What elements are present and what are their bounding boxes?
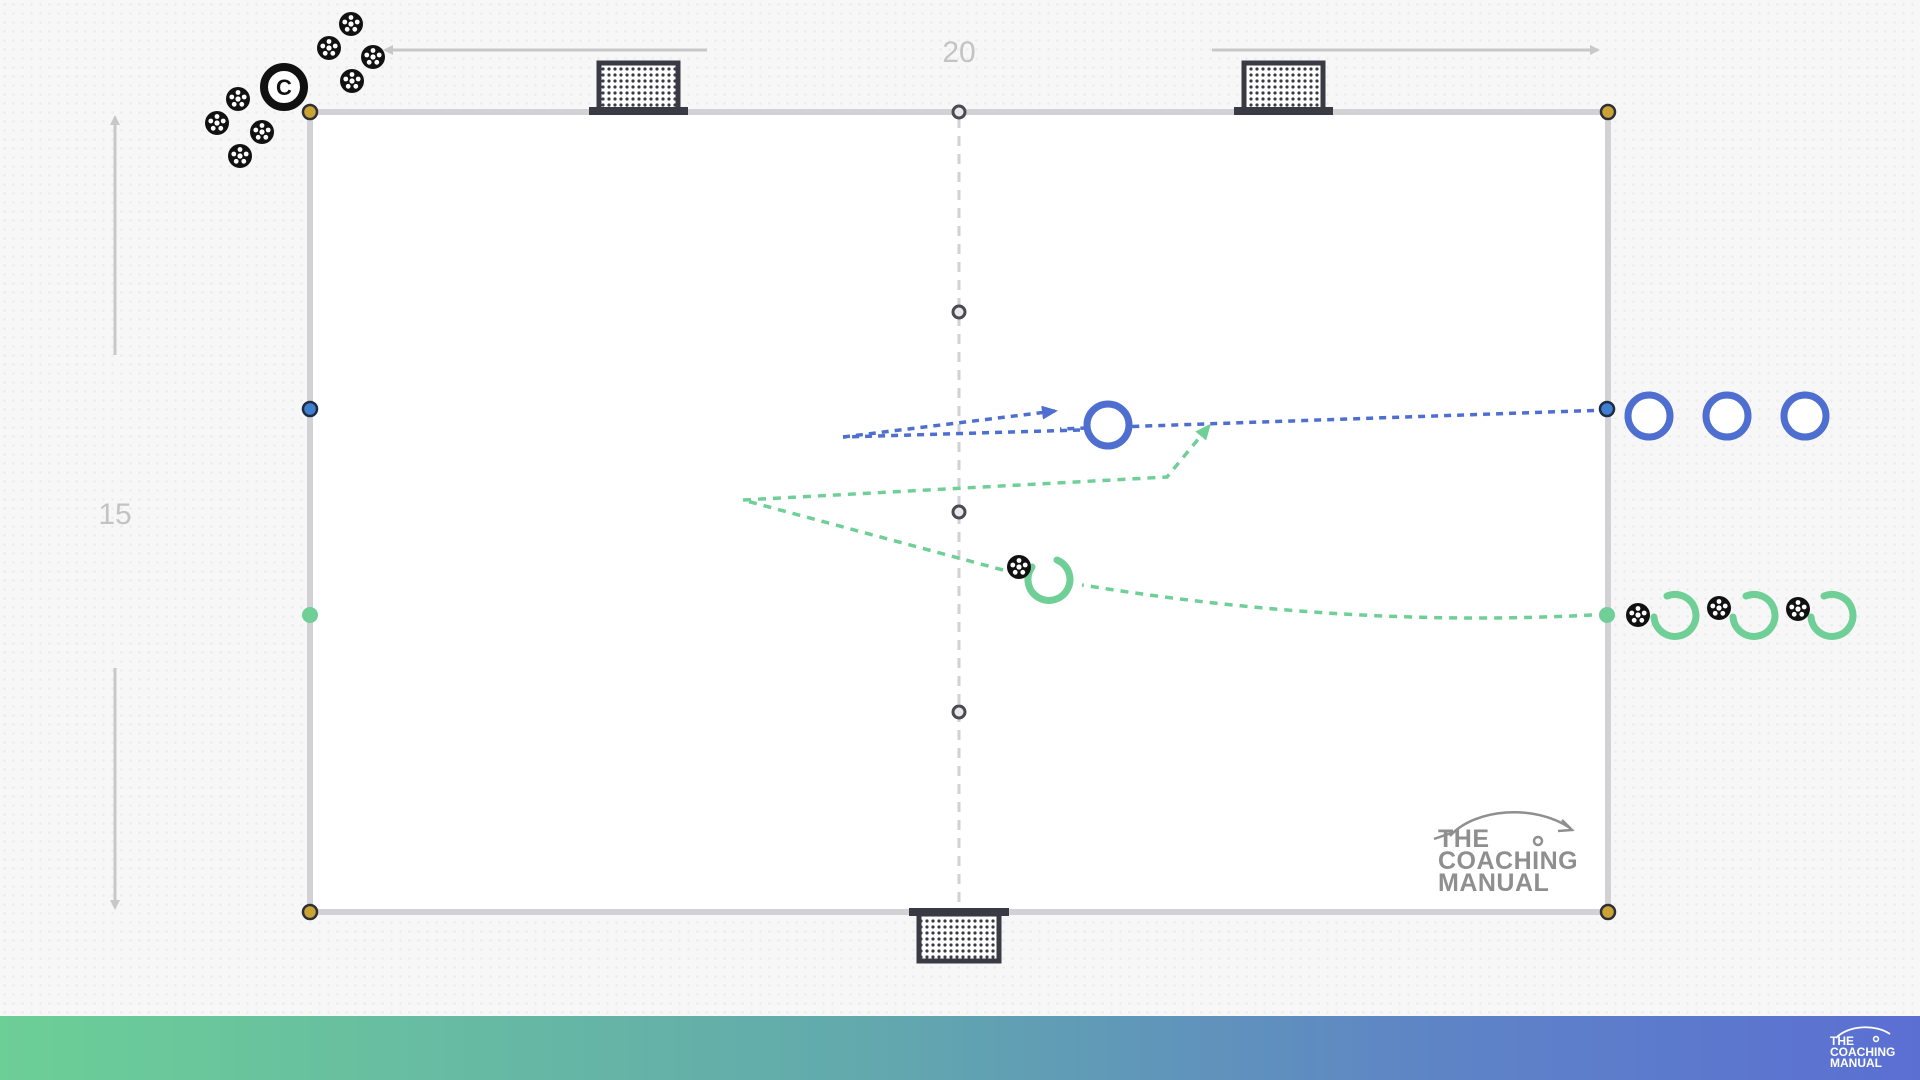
cone-grey-3 bbox=[951, 504, 967, 520]
watermark-line-1: THE bbox=[1438, 825, 1490, 853]
drill-canvas: 20 15 bbox=[0, 0, 1920, 1016]
player-green-active bbox=[1024, 556, 1074, 604]
ball-supply-8 bbox=[228, 144, 252, 168]
length-label: 15 bbox=[98, 498, 131, 531]
coaching-manual-watermark: THE COACHING MANUAL bbox=[1430, 806, 1620, 906]
width-label: 20 bbox=[942, 36, 975, 69]
watermark-line-2: COACHING bbox=[1438, 847, 1579, 875]
watermark-line-3: MANUAL bbox=[1438, 869, 1550, 897]
player-green-queue-3 bbox=[1807, 590, 1857, 640]
player-blue-queue-1 bbox=[1624, 391, 1674, 441]
footer-logo-line-3: MANUAL bbox=[1830, 1056, 1882, 1070]
footer-logo-swoosh-icon bbox=[1835, 1026, 1891, 1043]
footer-bar: THE COACHING MANUAL bbox=[0, 1016, 1920, 1080]
green-team bbox=[1024, 556, 1857, 640]
cone-grey-4 bbox=[951, 704, 967, 720]
ball-supply-7 bbox=[250, 120, 274, 144]
player-blue-queue-2 bbox=[1702, 391, 1752, 441]
length-dimension: 15 bbox=[98, 115, 132, 910]
footer-logo-line-2: COACHING bbox=[1830, 1045, 1896, 1059]
player-green-queue-2 bbox=[1729, 590, 1779, 640]
goal-bottom-center bbox=[909, 908, 1009, 964]
ball-supply-3 bbox=[361, 45, 385, 69]
footer-logo-line-1: THE bbox=[1830, 1034, 1854, 1048]
ball-active bbox=[1007, 555, 1031, 579]
blue-pass-arrow bbox=[842, 405, 1058, 439]
cone-green-right bbox=[1599, 607, 1615, 623]
green-pass-arrow bbox=[742, 423, 1211, 502]
blue-run-line-left bbox=[842, 428, 1081, 439]
coach-label: C bbox=[276, 75, 292, 100]
coach-marker: C bbox=[260, 63, 308, 111]
cone-yellow-bottom-left bbox=[301, 903, 319, 921]
ball-supply-5 bbox=[226, 87, 250, 111]
cone-blue-left bbox=[301, 400, 319, 418]
blue-team bbox=[1083, 391, 1830, 450]
width-dimension: 20 bbox=[383, 36, 1600, 69]
drill-diagram: 20 15 bbox=[98, 12, 1857, 964]
cone-grey-1 bbox=[951, 104, 967, 120]
ball-supply-4 bbox=[340, 69, 364, 93]
cone-yellow-top-right bbox=[1599, 103, 1617, 121]
blue-run-line-right bbox=[1059, 408, 1608, 431]
ball-queue-2 bbox=[1707, 596, 1731, 620]
goal-top-left bbox=[589, 60, 688, 115]
watermark-swoosh-icon bbox=[1433, 811, 1575, 847]
ball-queue-1 bbox=[1626, 603, 1650, 627]
cone-yellow-bottom-right bbox=[1599, 903, 1617, 921]
cones bbox=[301, 103, 1617, 921]
footer-logo: THE COACHING MANUAL bbox=[1828, 1022, 1908, 1076]
ball-supply-2 bbox=[317, 36, 341, 60]
player-blue-queue-3 bbox=[1780, 391, 1830, 441]
player-blue-active bbox=[1083, 400, 1133, 450]
balls bbox=[205, 12, 1810, 627]
green-dribble-line bbox=[1081, 583, 1593, 620]
cone-green-left bbox=[302, 607, 318, 623]
cone-yellow-top-left bbox=[301, 103, 319, 121]
cone-blue-right bbox=[1598, 400, 1616, 418]
goal-top-right bbox=[1234, 60, 1333, 115]
cone-grey-2 bbox=[951, 304, 967, 320]
ball-supply-6 bbox=[205, 111, 229, 135]
ball-supply-1 bbox=[339, 12, 363, 36]
ball-queue-3 bbox=[1786, 597, 1810, 621]
player-green-queue-1 bbox=[1650, 590, 1700, 640]
